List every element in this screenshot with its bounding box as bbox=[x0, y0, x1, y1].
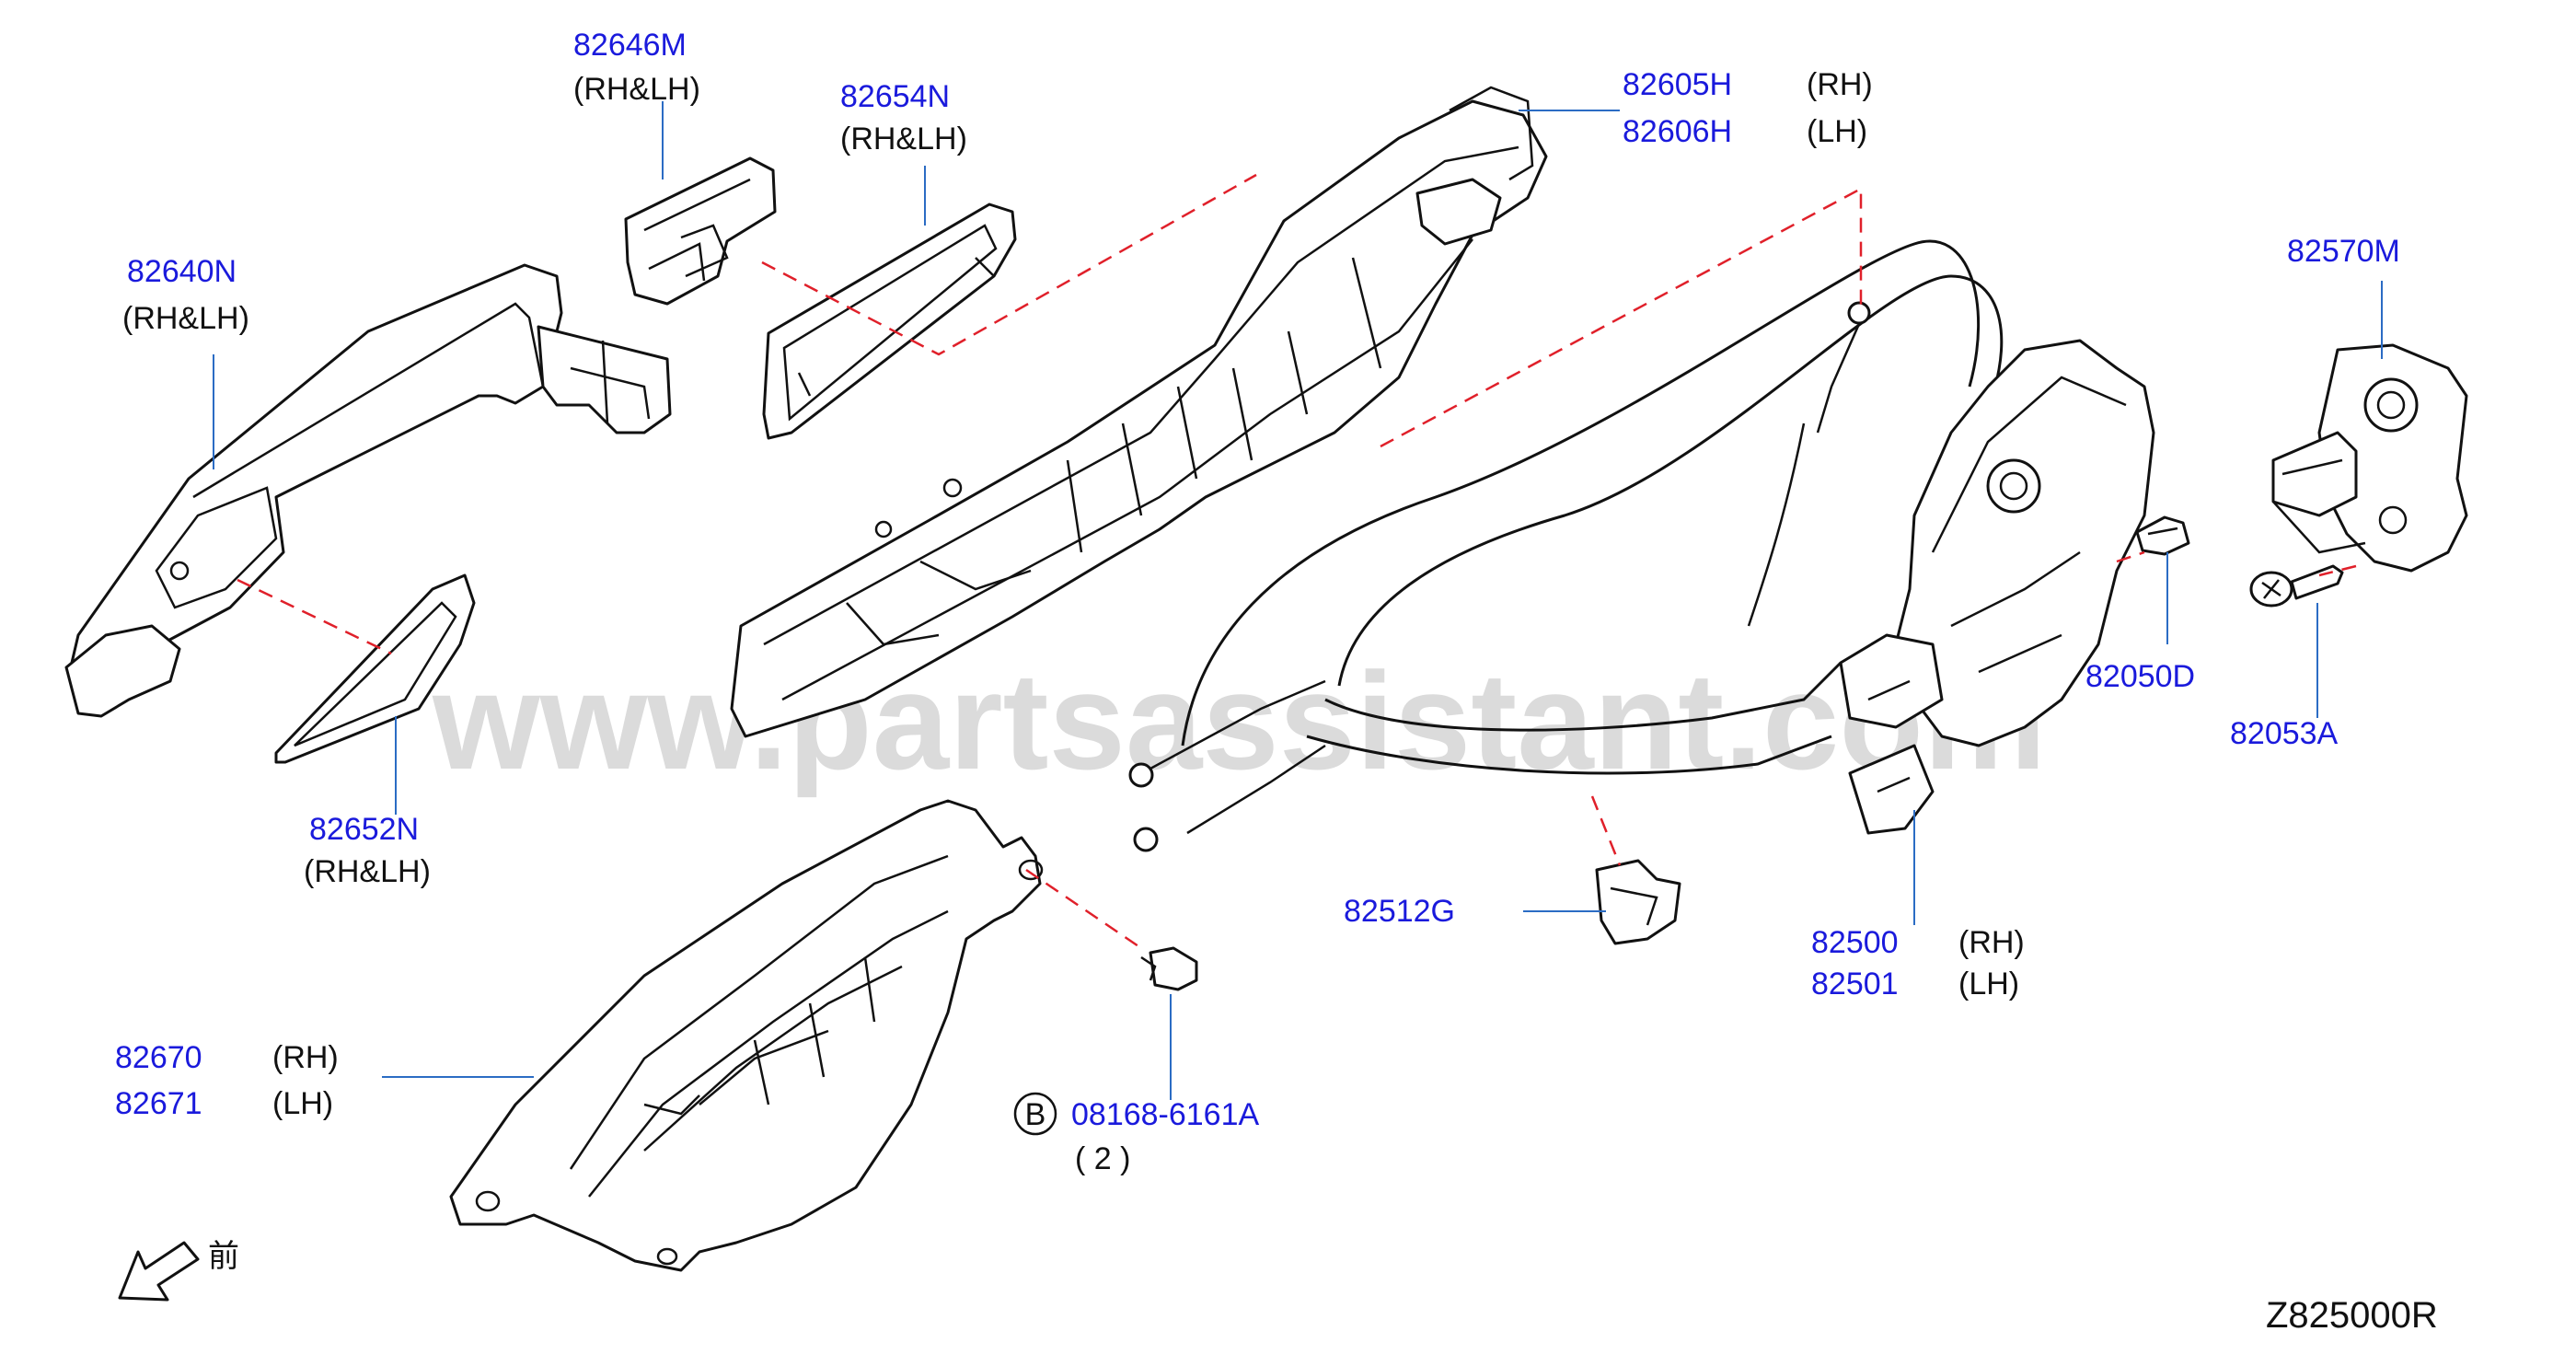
part-82640n-outside-handle[interactable] bbox=[64, 263, 672, 718]
part-number: 82646M bbox=[573, 28, 687, 63]
front-label: 前 bbox=[208, 1239, 239, 1274]
part-note: (LH) bbox=[1958, 967, 2019, 1001]
callout-82050d: 82050D bbox=[2085, 659, 2195, 694]
callout-82570m: 82570M bbox=[2287, 234, 2400, 269]
part-note: (RH) bbox=[1807, 67, 1873, 102]
part-note: (RH&LH) bbox=[573, 72, 700, 107]
part-82512g-clip[interactable] bbox=[1595, 859, 1681, 945]
part-note: (RH) bbox=[1958, 925, 2025, 960]
part-note: (LH) bbox=[272, 1086, 333, 1121]
diagram-code: Z825000R bbox=[2266, 1295, 2438, 1336]
assembly-dash-lines bbox=[237, 173, 2357, 950]
part-note: ( 2 ) bbox=[1075, 1141, 1130, 1176]
part-number: 82605H bbox=[1623, 67, 1732, 102]
callout-08168-6161a: B 08168-6161A ( 2 ) bbox=[1013, 1092, 1260, 1176]
badge-letter: B bbox=[1025, 1097, 1046, 1132]
part-note: (RH&LH) bbox=[304, 854, 431, 889]
part-82646m-gasket[interactable] bbox=[624, 156, 777, 306]
callout-82670: 82670 (RH) bbox=[115, 1040, 339, 1075]
part-number: 82050D bbox=[2085, 659, 2195, 694]
callout-82654n: 82654N (RH&LH) bbox=[840, 79, 967, 156]
callout-82606h: 82606H (LH) bbox=[1623, 114, 1867, 149]
part-82570m-striker[interactable] bbox=[2271, 343, 2468, 573]
callout-82512g: 82512G bbox=[1344, 894, 1455, 929]
part-number: 82606H bbox=[1623, 114, 1732, 149]
part-number: 82500 bbox=[1811, 925, 1899, 960]
callout-82605h: 82605H (RH) bbox=[1623, 67, 1873, 102]
part-82605h-handle-bracket[interactable] bbox=[730, 86, 1548, 738]
part-number: 82654N bbox=[840, 79, 950, 114]
callout-82652n: 82652N (RH&LH) bbox=[304, 812, 431, 889]
part-82652n-gasket[interactable] bbox=[274, 573, 476, 764]
part-note: (RH&LH) bbox=[122, 301, 249, 336]
part-number: 82570M bbox=[2287, 234, 2400, 269]
callout-82646m: 82646M (RH&LH) bbox=[573, 28, 700, 107]
badge-circle bbox=[1013, 1092, 1057, 1136]
part-08168-bolt[interactable] bbox=[1140, 946, 1198, 991]
callout-82671: 82671 (LH) bbox=[115, 1086, 333, 1121]
part-number: 08168-6161A bbox=[1071, 1097, 1260, 1132]
front-arrow-icon bbox=[118, 1241, 200, 1302]
callout-82053a: 82053A bbox=[2230, 716, 2339, 751]
part-number: 82053A bbox=[2230, 716, 2339, 751]
part-82654n-gasket[interactable] bbox=[762, 203, 1017, 440]
part-number: 82640N bbox=[127, 254, 237, 289]
part-number: 82671 bbox=[115, 1086, 202, 1121]
callout-82501: 82501 (LH) bbox=[1811, 967, 2019, 1001]
part-note: (LH) bbox=[1807, 114, 1867, 149]
part-number: 82512G bbox=[1344, 894, 1455, 929]
part-82500-door-lock[interactable] bbox=[1839, 339, 2155, 835]
front-direction-indicator: 前 bbox=[118, 1239, 239, 1302]
part-note: (RH&LH) bbox=[840, 122, 967, 156]
part-cable-assembly[interactable] bbox=[1128, 239, 2004, 852]
part-number: 82670 bbox=[115, 1040, 202, 1075]
part-number: 82652N bbox=[309, 812, 419, 847]
part-number: 82501 bbox=[1811, 967, 1899, 1001]
leader-lines bbox=[213, 101, 2383, 1100]
callout-82640n: 82640N (RH&LH) bbox=[122, 254, 249, 336]
callout-82500: 82500 (RH) bbox=[1811, 925, 2025, 960]
part-82053a-screw[interactable] bbox=[2249, 564, 2344, 608]
part-note: (RH) bbox=[272, 1040, 339, 1075]
part-82670-inside-handle[interactable] bbox=[449, 799, 1044, 1272]
part-82050d-screw[interactable] bbox=[2135, 515, 2190, 556]
